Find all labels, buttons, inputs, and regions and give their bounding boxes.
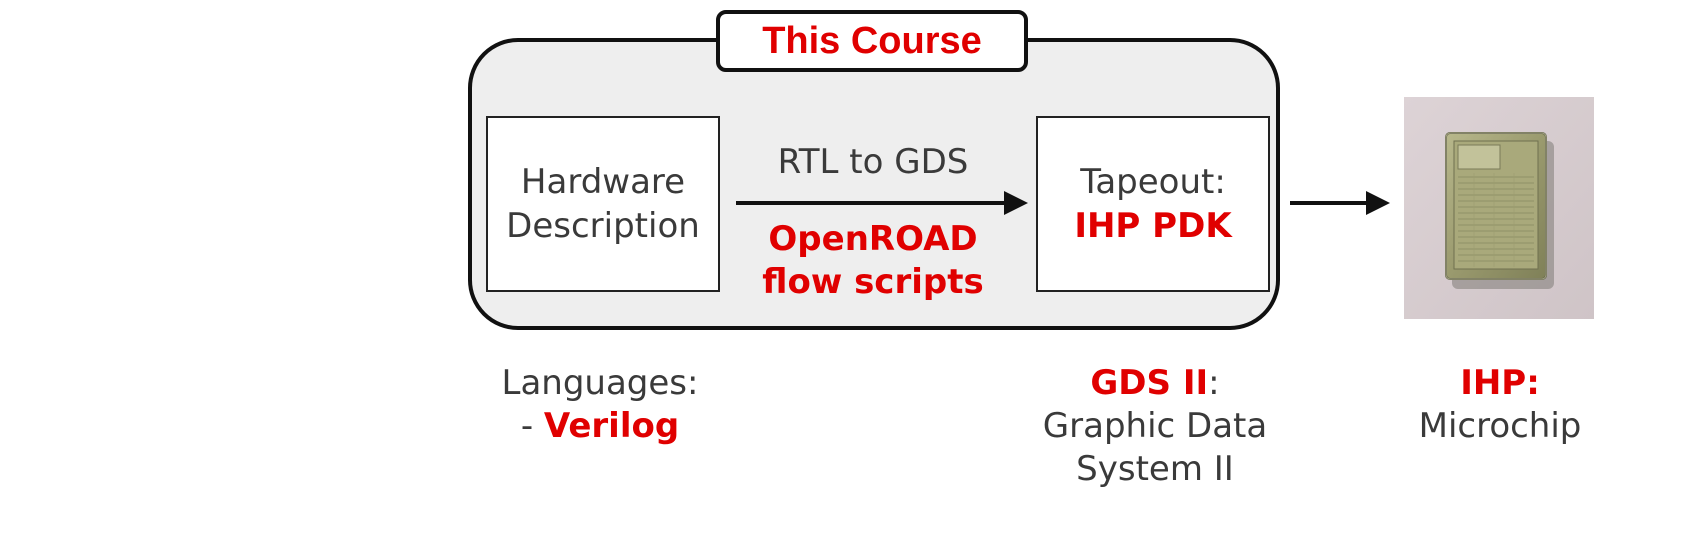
gds-colon: : [1208, 363, 1220, 403]
rtl-to-gds-label: RTL to GDS [777, 142, 969, 182]
languages-list-item: - Verilog [470, 405, 730, 448]
gds-heading: GDS II: [1010, 362, 1300, 405]
gds-description-line2: System II [1076, 449, 1234, 489]
tapeout-to-chip-arrow [1290, 191, 1390, 215]
ihp-heading: IHP: [1460, 363, 1540, 403]
gds-description-line1: Graphic Data [1042, 406, 1268, 446]
course-title-tab: This Course [716, 10, 1028, 72]
ihp-description: Microchip [1418, 406, 1582, 446]
rtl-to-gds-arrow [736, 191, 1028, 215]
flow-tool-label: OpenROAD flow scripts [736, 218, 1010, 304]
course-title: This Course [762, 19, 982, 62]
flow-tool-line2: flow scripts [762, 262, 984, 302]
microchip-photo [1404, 97, 1594, 319]
flow-tool-line1: OpenROAD [768, 219, 978, 259]
gds-name: GDS II [1090, 363, 1209, 403]
hardware-box-line2: Description [506, 206, 700, 246]
languages-heading: Languages: [501, 363, 699, 403]
tapeout-box-line1: Tapeout: [1080, 162, 1226, 202]
gds-caption: GDS II: Graphic Data System II [1010, 362, 1300, 491]
language-verilog: Verilog [543, 406, 680, 446]
flow-label: RTL to GDS [736, 140, 1010, 184]
hardware-description-box: Hardware Description [486, 116, 720, 292]
hardware-box-line1: Hardware [520, 162, 686, 202]
languages-bullet: - [520, 406, 544, 446]
ihp-caption: IHP: Microchip [1390, 362, 1610, 448]
languages-caption: Languages: - Verilog [470, 362, 730, 448]
tapeout-pdk-label: IHP PDK [1074, 206, 1232, 246]
tapeout-box: Tapeout: IHP PDK [1036, 116, 1270, 292]
